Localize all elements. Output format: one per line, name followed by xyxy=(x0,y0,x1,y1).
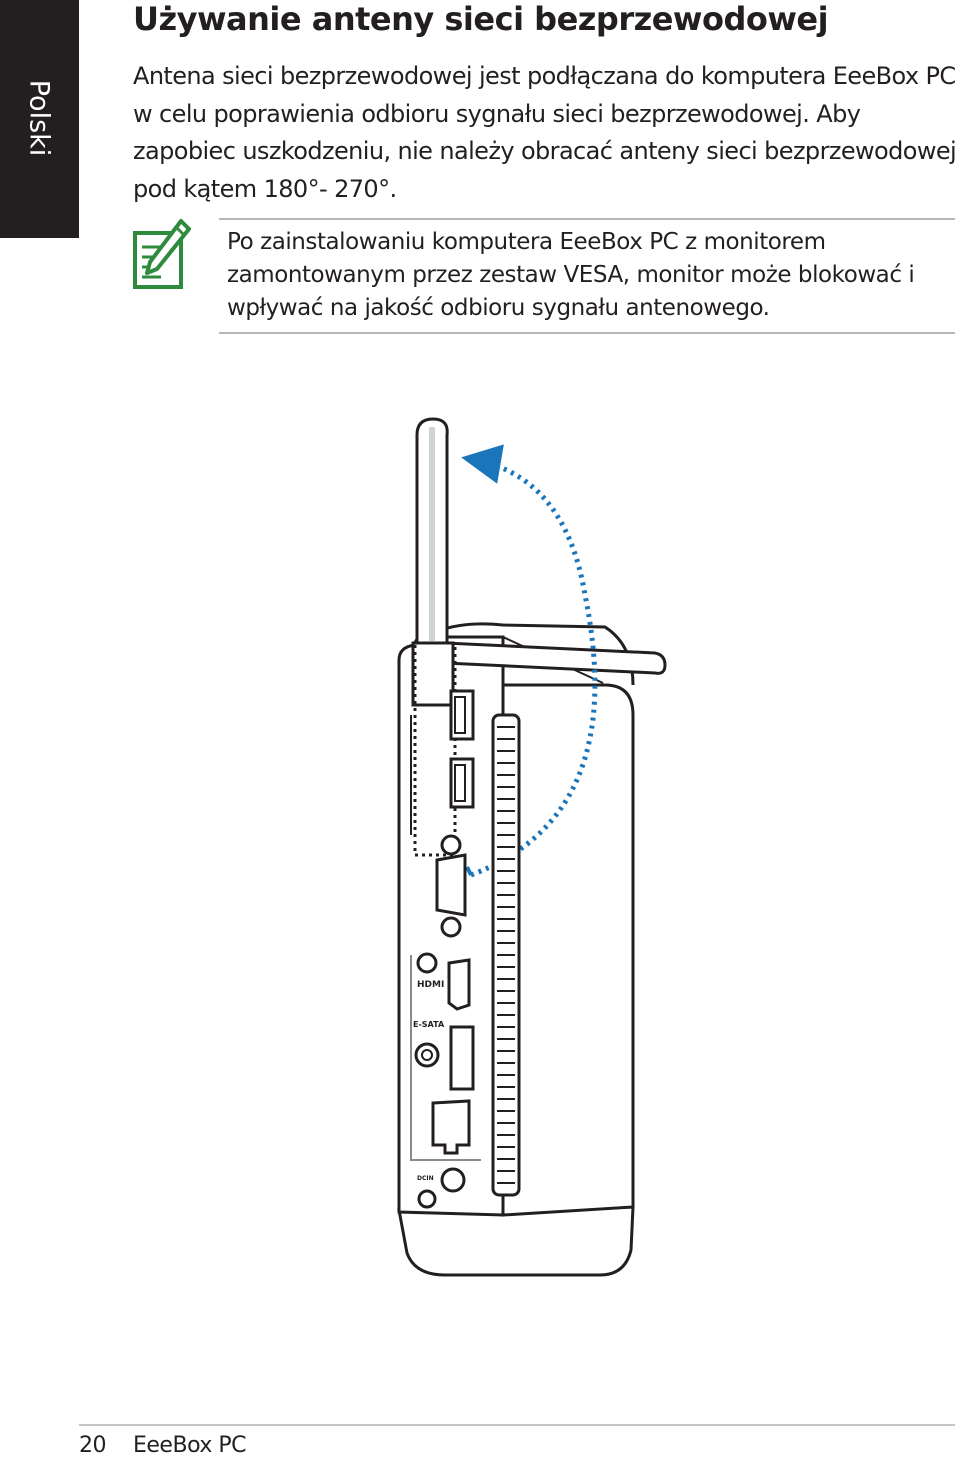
dcin-label: DCIN xyxy=(417,1175,434,1182)
case-side xyxy=(501,683,635,1217)
esata-port xyxy=(449,1025,475,1091)
page-number: 20 xyxy=(79,1433,107,1458)
eeebox-antenna-illustration: HDMI E-SATA DCIN xyxy=(385,415,685,1289)
dc-in-port xyxy=(440,1167,466,1193)
footer-title: EeeBox PC xyxy=(133,1433,247,1458)
intro-paragraph: Antena sieci bezprzewodowej jest podłącz… xyxy=(133,62,957,203)
esata-label: E-SATA xyxy=(413,1020,445,1029)
note-pencil-icon xyxy=(131,219,191,295)
language-tab: Polski xyxy=(0,0,79,238)
vga-port xyxy=(435,853,467,917)
hdmi-label: HDMI xyxy=(417,980,444,990)
language-tab-label: Polski xyxy=(23,79,55,157)
page-title: Używanie anteny sieci bezprzewodowej xyxy=(133,0,829,38)
note-box: Po zainstalowaniu komputera EeeBox PC z … xyxy=(219,218,955,334)
base-stand xyxy=(397,1205,635,1277)
note-text: Po zainstalowaniu komputera EeeBox PC z … xyxy=(227,229,915,321)
hdmi-port xyxy=(447,958,471,1011)
footer-divider xyxy=(79,1424,955,1426)
lan-port xyxy=(431,1099,471,1155)
